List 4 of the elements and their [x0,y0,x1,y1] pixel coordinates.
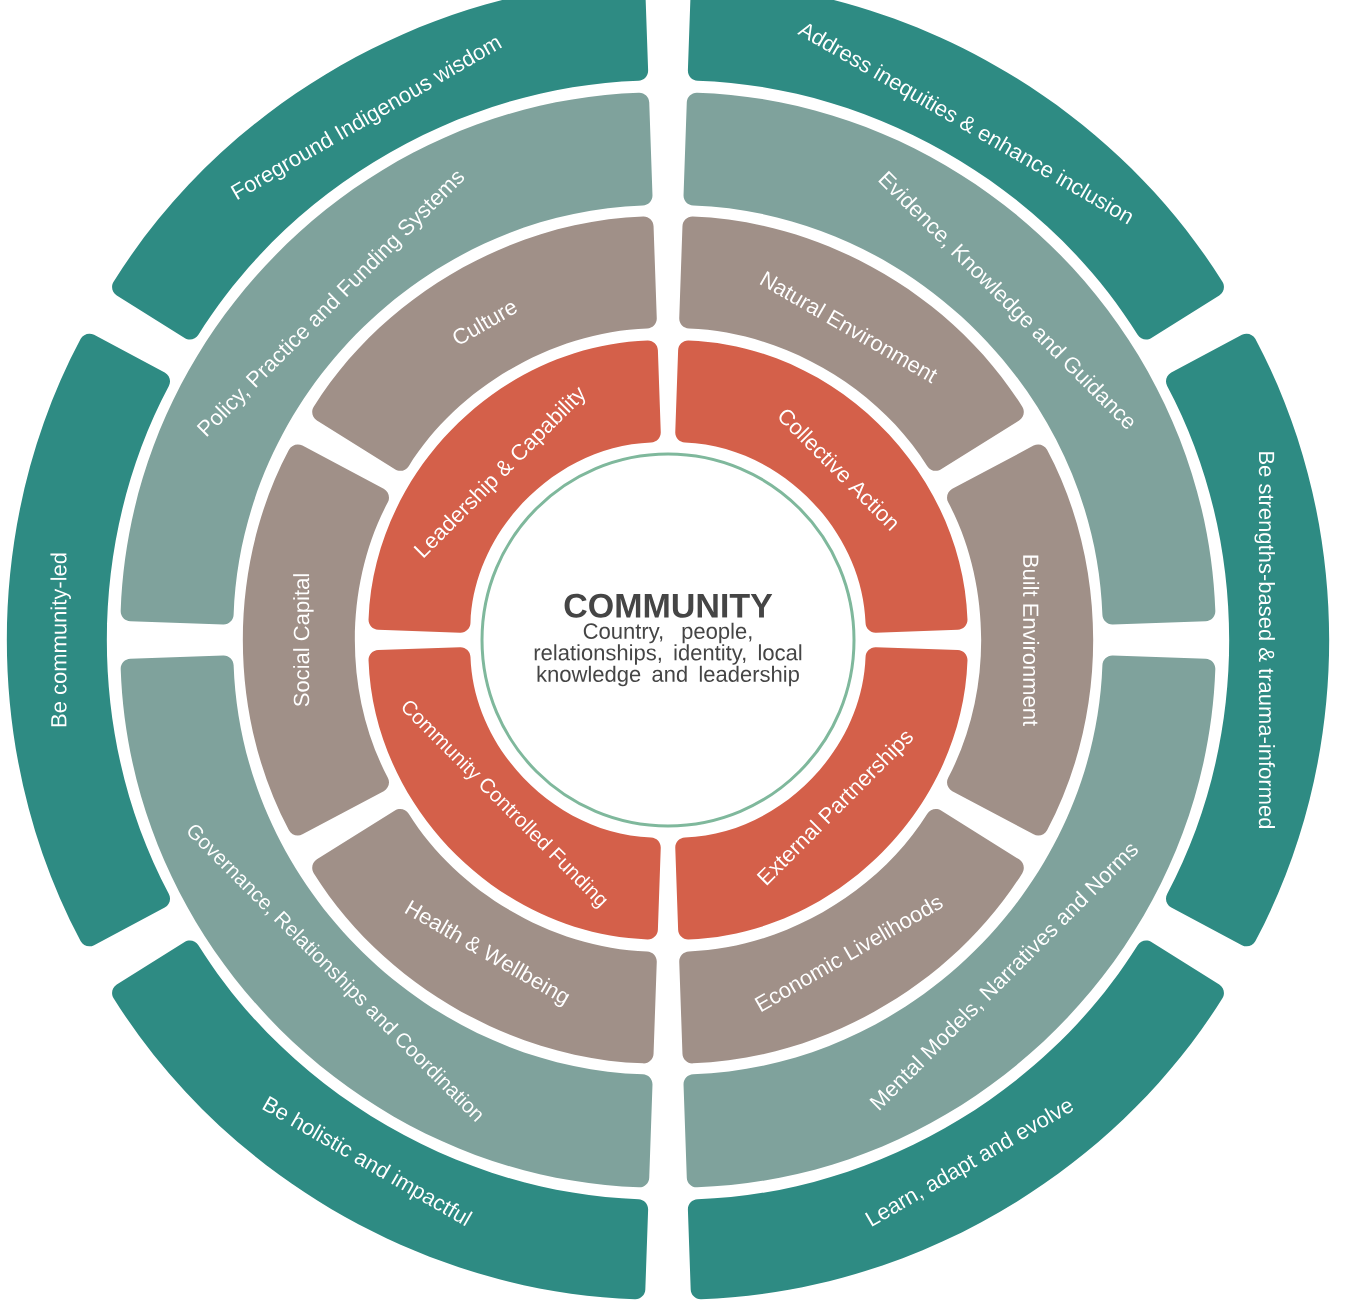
ring-segment: Be strengths-based & trauma-informed [1166,333,1330,947]
ring-segment: Social Capital [242,444,389,836]
ring-segment: Be community-led [6,333,171,947]
ring-segment: Built Environment [947,444,1094,836]
